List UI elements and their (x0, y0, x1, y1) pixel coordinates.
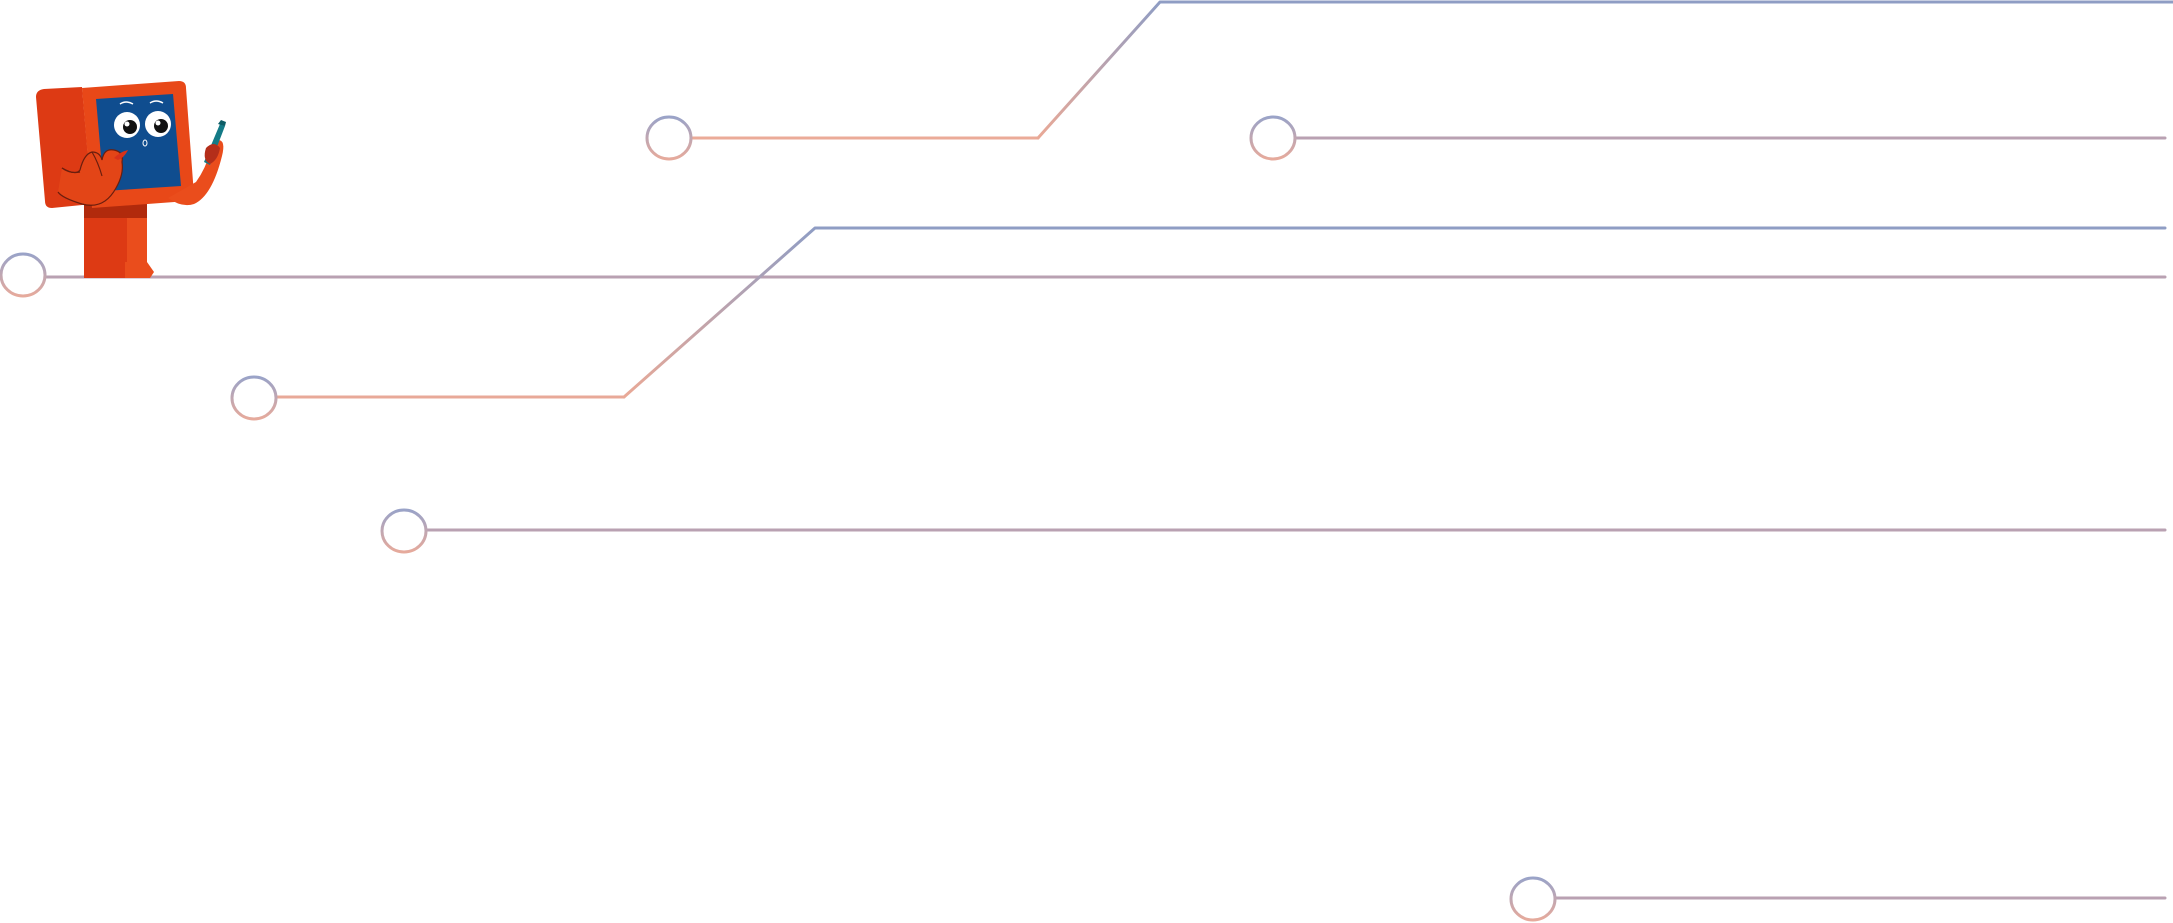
circuit-nodes (0, 115, 1557, 922)
circle-node-icon (0, 252, 47, 298)
circle-node-icon (1509, 876, 1557, 922)
circle-node-icon (1249, 115, 1297, 161)
circle-node-icon (380, 508, 428, 554)
monitor-mascot-icon (36, 81, 226, 278)
circle-node-icon (645, 115, 693, 161)
circuit-line-4-diagonal (622, 226, 2167, 399)
circuit-lines (44, 0, 2173, 900)
circuit-line-1-diagonal (1036, 0, 2173, 140)
circle-node-icon (230, 375, 278, 421)
